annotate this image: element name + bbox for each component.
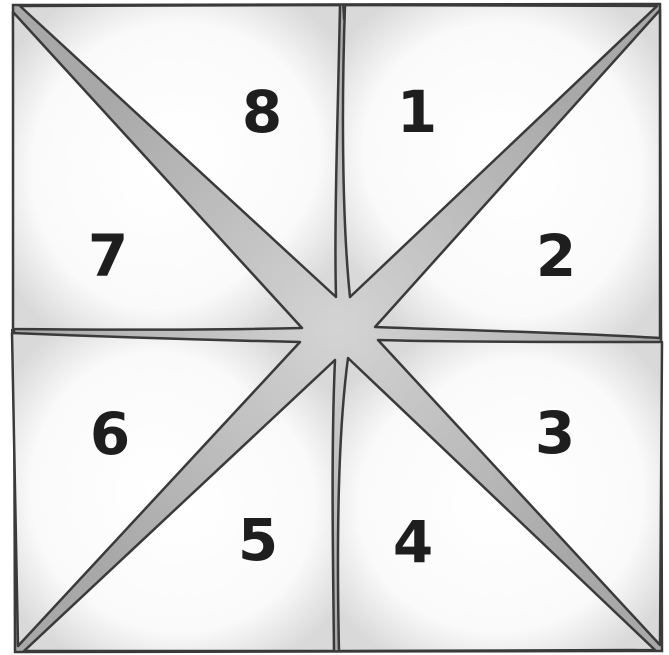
flap-7-number: 7 [88, 222, 128, 290]
flap-2-number: 2 [536, 222, 576, 290]
flap-5-number: 5 [238, 506, 278, 574]
flap-4-number: 4 [393, 508, 433, 576]
top-seam [343, 5, 344, 20]
flap-6-number: 6 [90, 400, 130, 468]
flap-1-number: 1 [397, 78, 437, 146]
flap-3-number: 3 [535, 399, 575, 467]
flap-8-number: 8 [242, 78, 282, 146]
